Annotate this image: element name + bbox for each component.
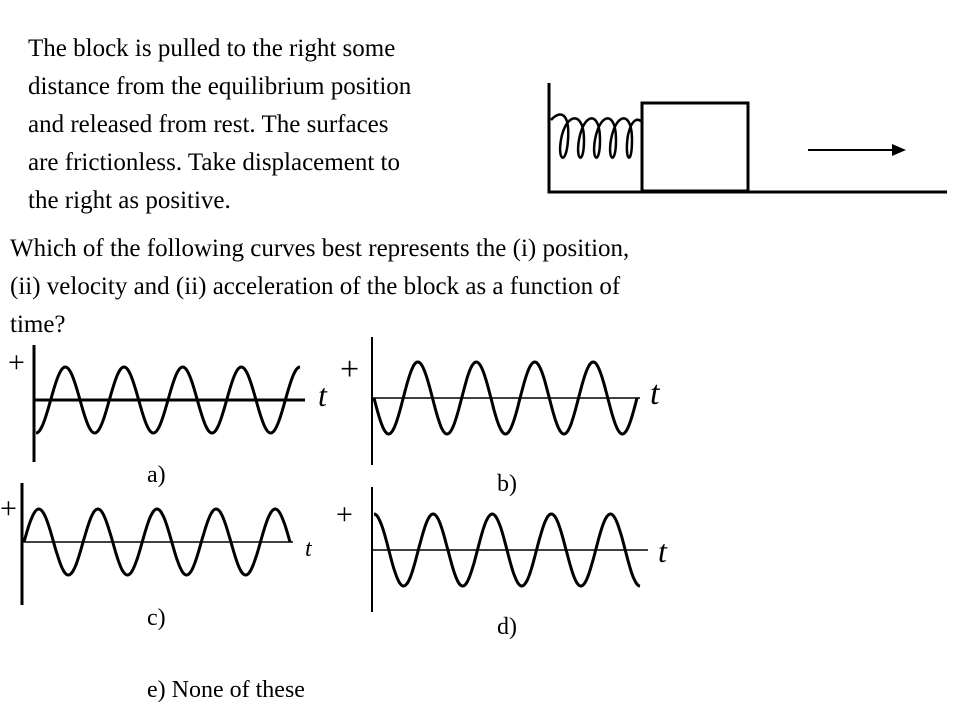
option-b-label: b) [497,471,517,497]
graph-c: + t [0,483,313,605]
intro-line: distance from the equilibrium position [28,73,412,100]
graph-d-t-label: t [658,533,668,569]
option-a-label: a) [147,462,166,488]
graph-d: + t [336,487,668,612]
graph-a-plus-sign: + [8,346,25,379]
graph-c-t-label: t [305,536,313,562]
graph-b-curve [372,360,639,436]
option-e-label: e) None of these [147,677,305,703]
spring-coil [550,113,643,159]
option-c-label: c) [147,605,166,631]
question-text: Which of the following curves best repre… [10,230,629,344]
question-line: time? [10,311,66,338]
intro-line: the right as positive. [28,187,231,214]
wall-and-floor [547,83,947,194]
spring-block-diagram [547,83,947,194]
question-line: Which of the following curves best repre… [10,235,630,262]
intro-line: are frictionless. Take displacement to [28,149,400,176]
intro-text: The block is pulled to the right some di… [28,30,411,220]
graph-b: + t [340,337,661,465]
graph-d-curve [373,512,641,588]
intro-line: and released from rest. The surfaces [28,111,389,138]
question-line: (ii) velocity and (ii) acceleration of t… [10,273,621,300]
graph-a: + t [8,345,328,462]
graph-c-curve [22,507,292,577]
graph-a-curve [35,365,301,435]
graph-c-plus-sign: + [0,492,17,525]
graph-d-plus-sign: + [336,498,353,531]
direction-arrow-head [892,144,906,156]
graph-a-t-label: t [318,377,328,413]
intro-line: The block is pulled to the right some [28,35,396,62]
graph-b-plus-sign: + [340,351,359,388]
option-d-label: d) [497,614,517,640]
graph-b-t-label: t [650,375,661,412]
block [640,101,750,193]
